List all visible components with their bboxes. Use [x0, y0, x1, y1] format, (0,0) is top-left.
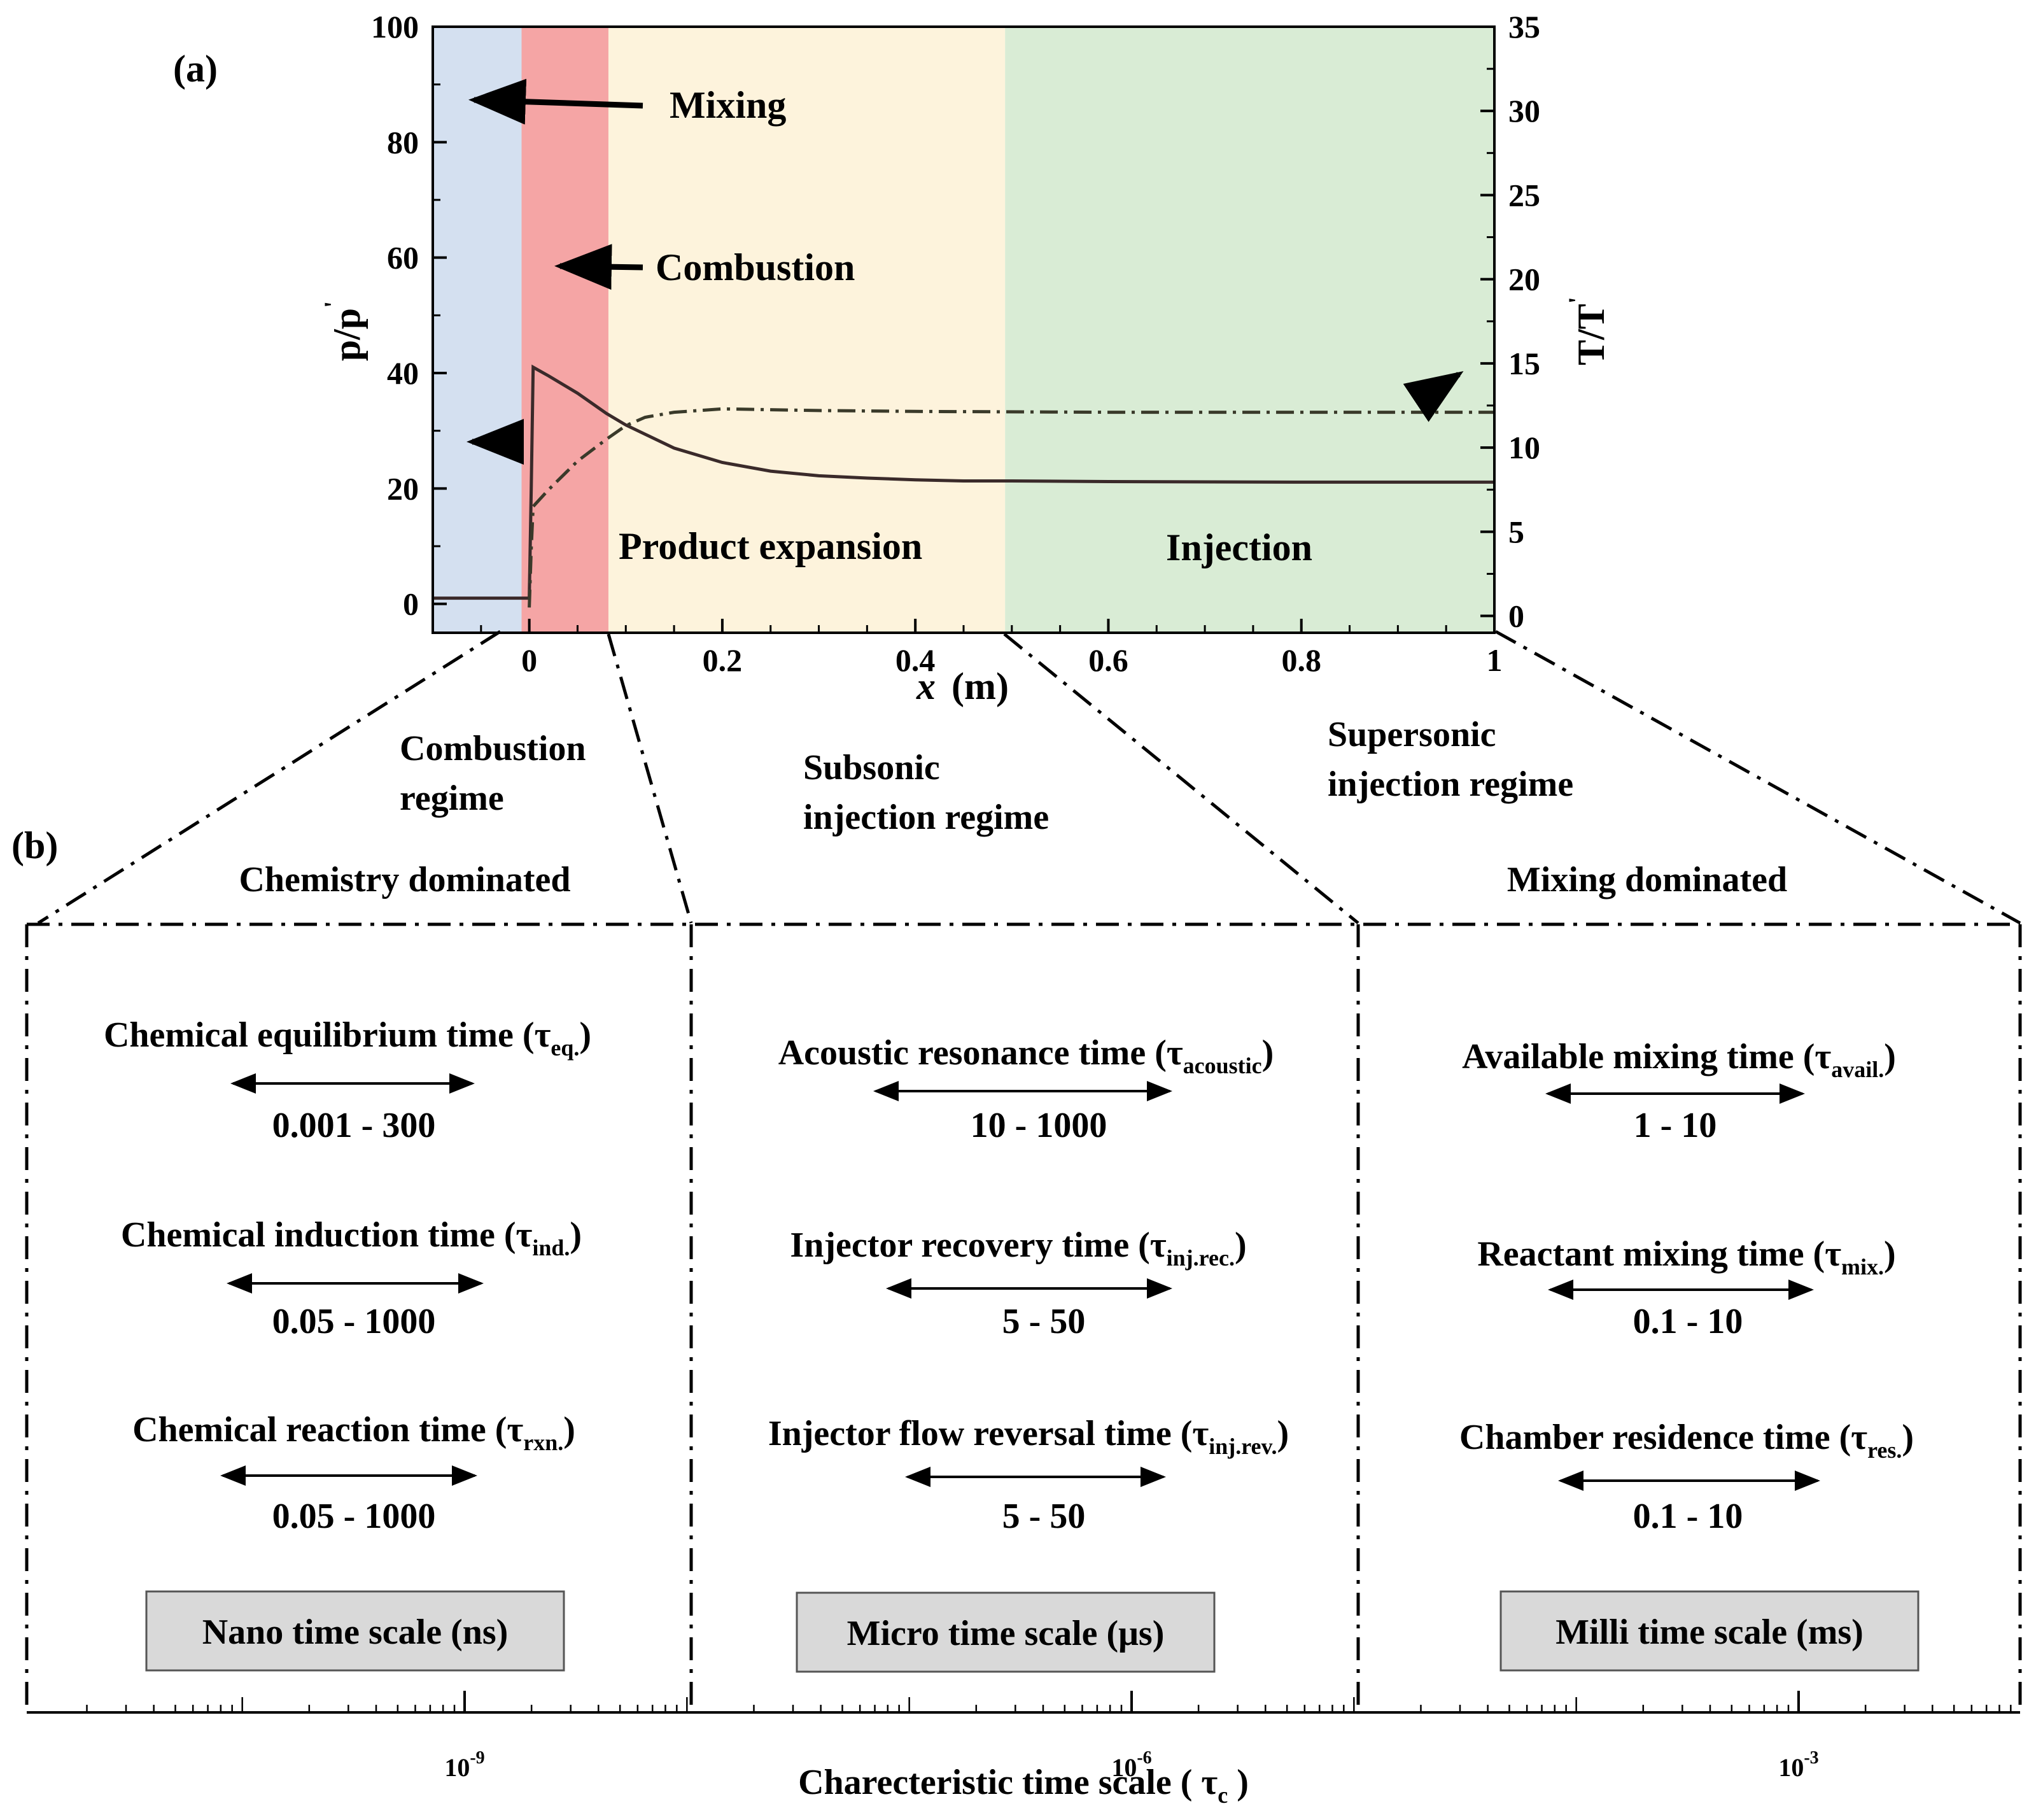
range-value: 0.05 - 1000 [272, 1497, 436, 1536]
panel-a-label: (a) [173, 48, 218, 90]
regime-subsonic-line2: injection regime [803, 798, 1049, 837]
x-tick-label: 0.2 [703, 642, 743, 678]
nano-scale-box [145, 1590, 565, 1672]
y-right-tick-label: 5 [1508, 514, 1524, 549]
x-tick-label: 0.4 [895, 642, 936, 678]
plot-area: 0 0.2 0.4 0.6 0.8 1 0 20 40 60 80 100 0 5 10 15 20 25 30… [371, 9, 1540, 678]
entry-name: Acoustic resonance time (τacoustic) [778, 1033, 1274, 1078]
x-tick-label: 0.6 [1088, 642, 1128, 678]
entry-name: Injector flow reversal time (τinj.rev.) [768, 1414, 1289, 1459]
y-right-axis-ticks: 0 5 10 15 20 25 30 35 [1480, 9, 1540, 634]
time-axis-title: Charecteristic time scale ( τc ) [798, 1763, 1249, 1808]
milli-column: Available mixing time (τavail.) 1 - 10 R… [1459, 1037, 1920, 1672]
regime-combustion-line1: Combustion [400, 729, 586, 768]
mixing-label: Mixing [670, 84, 786, 126]
x-axis-label: x (m) [916, 665, 1009, 707]
entry-name: Chemical equilibrium time (τeq.) [104, 1015, 591, 1061]
mixing-dominated-label: Mixing dominated [1507, 860, 1787, 899]
entry-name: Available mixing time (τavail.) [1462, 1037, 1896, 1082]
y-left-tick-label: 60 [387, 240, 419, 276]
time-tick-label: 10-6 [1111, 1748, 1151, 1782]
nano-column: Chemical equilibrium time (τeq.) 0.001 -… [104, 1015, 591, 1672]
regime-combustion-line2: regime [400, 779, 504, 818]
range-value: 0.1 - 10 [1633, 1497, 1743, 1536]
y-right-tick-label: 10 [1508, 430, 1540, 465]
injection-label: Injection [1166, 526, 1312, 568]
y-right-tick-label: 20 [1508, 262, 1540, 297]
nano-scale-label: Nano time scale (ns) [202, 1612, 509, 1652]
time-tick-label: 10-3 [1778, 1748, 1818, 1782]
time-axis-ticks [86, 1691, 2012, 1712]
temperature-series-line [528, 407, 1494, 608]
y-left-tick-label: 20 [387, 470, 419, 506]
entry-name: Chemical induction time (τind.) [121, 1215, 582, 1260]
time-tick-label: 10-9 [444, 1748, 484, 1782]
temperature-axis-arrow [1403, 371, 1464, 422]
entry-name: Injector recovery time (τinj.rec.) [790, 1225, 1246, 1271]
milli-scale-box [1499, 1590, 1920, 1672]
range-value: 10 - 1000 [971, 1106, 1107, 1145]
milli-scale-label: Milli time scale (ms) [1555, 1612, 1864, 1652]
region-mixing [433, 27, 522, 633]
y-left-axis-ticks: 0 20 40 60 80 100 [371, 9, 447, 622]
zoom-connectors [25, 630, 2022, 1712]
micro-column: Acoustic resonance time (τacoustic) 10 -… [768, 1033, 1289, 1673]
y-left-axis-label: p/p' [319, 301, 368, 362]
y-right-tick-label: 15 [1508, 346, 1540, 381]
micro-scale-label: Micro time scale (μs) [847, 1614, 1165, 1653]
range-value: 1 - 10 [1634, 1106, 1717, 1145]
entry-name: Chamber residence time (τres.) [1459, 1418, 1914, 1463]
y-right-axis-label: T/T' [1563, 297, 1612, 365]
combustion-label: Combustion [656, 246, 855, 288]
y-right-tick-label: 35 [1508, 9, 1540, 45]
y-left-tick-label: 0 [403, 586, 419, 622]
regime-supersonic-line1: Supersonic [1328, 715, 1496, 754]
region-product-expansion [608, 27, 1006, 633]
time-scale-axis: 10-9 10-6 10-3 Charecteristic time scale… [27, 1691, 2020, 1808]
x-tick-label: 0.8 [1281, 642, 1321, 678]
regime-subsonic-line1: Subsonic [803, 748, 940, 787]
regime-supersonic-line2: injection regime [1328, 765, 1573, 804]
pressure-series-line [433, 364, 1494, 600]
y-left-tick-label: 100 [371, 9, 419, 45]
chemistry-dominated-label: Chemistry dominated [239, 860, 570, 899]
product-expansion-label: Product expansion [619, 525, 922, 567]
region-injection [1005, 27, 1494, 633]
y-left-tick-label: 40 [387, 355, 419, 391]
combustion-arrow [554, 244, 643, 290]
mixing-arrow [468, 78, 643, 125]
y-right-tick-label: 25 [1508, 177, 1540, 213]
y-right-tick-label: 0 [1508, 598, 1524, 634]
panel-b-label: (b) [11, 824, 58, 866]
micro-scale-box [796, 1591, 1216, 1673]
x-tick-label: 0 [521, 642, 537, 678]
entry-name: Reactant mixing time (τmix.) [1477, 1234, 1895, 1280]
range-value: 0.1 - 10 [1633, 1302, 1743, 1341]
range-value: 0.05 - 1000 [272, 1302, 436, 1341]
range-value: 0.001 - 300 [272, 1106, 436, 1145]
y-right-tick-label: 30 [1508, 93, 1540, 129]
region-combustion [521, 27, 608, 633]
y-left-tick-label: 80 [387, 124, 419, 160]
entry-name: Chemical reaction time (τrxn.) [132, 1410, 575, 1455]
range-value: 5 - 50 [1002, 1302, 1086, 1341]
range-value: 5 - 50 [1002, 1497, 1086, 1536]
x-tick-label: 1 [1487, 642, 1503, 678]
x-axis-ticks: 0 0.2 0.4 0.6 0.8 1 [432, 619, 1503, 678]
